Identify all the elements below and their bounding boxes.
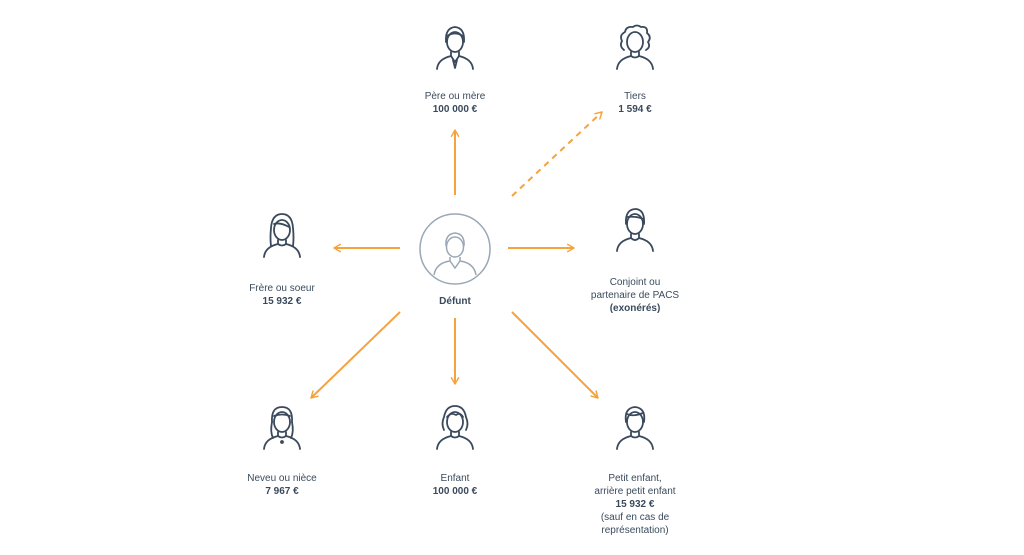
child-name: Enfant [440, 473, 470, 484]
nephew-niece-amount: 7 967 € [265, 486, 299, 497]
grandchild-name: Petit enfant, [608, 473, 662, 484]
long-hair-woman-icon [258, 210, 306, 258]
child-amount: 100 000 € [432, 486, 478, 497]
deceased-person-icon [418, 212, 492, 286]
man-with-sweater-icon [611, 204, 659, 252]
spouse-name-line2: partenaire de PACS [590, 290, 680, 301]
arrow-to-nephew-niece [310, 311, 401, 399]
sibling-name: Frère ou soeur [249, 283, 315, 294]
child-label: Enfant 100 000 € [380, 472, 530, 498]
parent-amount: 100 000 € [432, 104, 478, 115]
woman-icon [431, 402, 479, 450]
third-party-name: Tiers [624, 91, 646, 102]
man-with-tie-icon [431, 22, 479, 70]
parent-name: Père ou mère [424, 91, 486, 102]
parent-label: Père ou mère 100 000 € [380, 90, 530, 116]
grandchild-amount: 15 932 € [615, 499, 655, 510]
deceased-label: Défunt [380, 295, 530, 308]
grandchild-label: Petit enfant, arrière petit enfant 15 93… [560, 472, 710, 537]
girl-icon [258, 402, 306, 450]
spouse-amount: (exonérés) [609, 303, 661, 314]
grandchild-note-line2: représentation) [601, 525, 669, 536]
spouse-label: Conjoint ou partenaire de PACS (exonérés… [560, 276, 710, 315]
curly-hair-woman-icon [611, 22, 659, 70]
sibling-label: Frère ou soeur 15 932 € [207, 282, 357, 308]
arrow-to-third-party [511, 111, 603, 197]
deceased-name: Défunt [439, 296, 471, 307]
boy-icon [611, 402, 659, 450]
spouse-name: Conjoint ou [609, 277, 661, 288]
nephew-niece-name: Neveu ou nièce [247, 473, 317, 484]
third-party-amount: 1 594 € [618, 104, 652, 115]
sibling-amount: 15 932 € [262, 296, 302, 307]
grandchild-name-line2: arrière petit enfant [594, 486, 676, 497]
third-party-label: Tiers 1 594 € [560, 90, 710, 116]
arrow-to-grandchild [511, 311, 599, 399]
nephew-niece-label: Neveu ou nièce 7 967 € [207, 472, 357, 498]
grandchild-note: (sauf en cas de [600, 512, 670, 523]
